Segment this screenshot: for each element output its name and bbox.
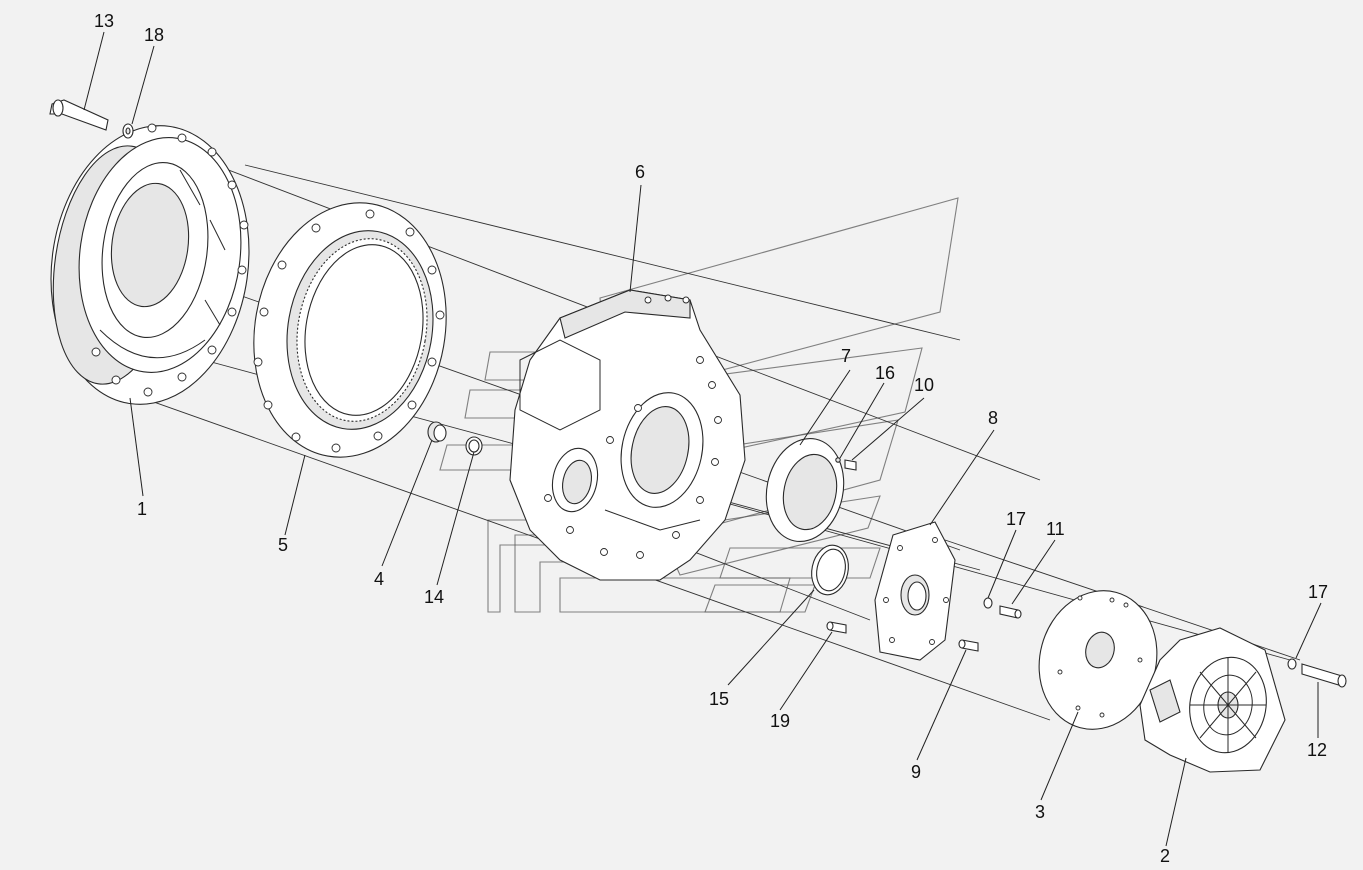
callout-14: 14 [424,587,444,607]
part-10-screw [844,459,857,471]
callout-1: 1 [137,499,147,519]
part-6-housing [509,289,746,581]
leader-lines [83,31,1322,847]
callout-11: 11 [1046,519,1065,539]
callout-5: 5 [278,535,288,555]
part-19-dowel [826,621,847,634]
callout-13: 13 [94,11,114,31]
callout-17-upper: 17 [1006,509,1026,529]
callout-9: 9 [911,762,921,782]
callout-10: 10 [914,375,934,395]
callout-7: 7 [841,346,851,366]
part-17-washer-a [983,597,993,609]
callout-17-right: 17 [1308,582,1328,602]
callout-15: 15 [709,689,729,709]
part-16-pin [835,457,841,463]
part-1-hub-flange [50,123,250,405]
callouts: 13 18 1 5 6 4 14 7 16 10 8 17 11 15 19 9… [94,11,1328,866]
callout-12: 12 [1307,740,1327,760]
part-15-seal-ring [811,544,849,596]
part-8-bearing-plate [874,521,956,661]
part-4-plug [427,421,447,443]
part-11-bolt [999,605,1022,619]
callout-6: 6 [635,162,645,182]
part-17-washer-b [1287,658,1297,670]
callout-16: 16 [875,363,895,383]
part-13-bolt [49,99,109,131]
part-5-ring-gear [253,202,447,458]
part-9-dowel [958,639,979,652]
part-2-end-cover [1139,627,1286,773]
callout-18: 18 [144,25,164,45]
part-18-washer [122,123,134,139]
callout-2: 2 [1160,846,1170,866]
callout-8: 8 [988,408,998,428]
part-7-cover [765,437,845,543]
callout-3: 3 [1035,802,1045,822]
part-12-bolt [1301,663,1347,688]
callout-19: 19 [770,711,790,731]
callout-4: 4 [374,569,384,589]
